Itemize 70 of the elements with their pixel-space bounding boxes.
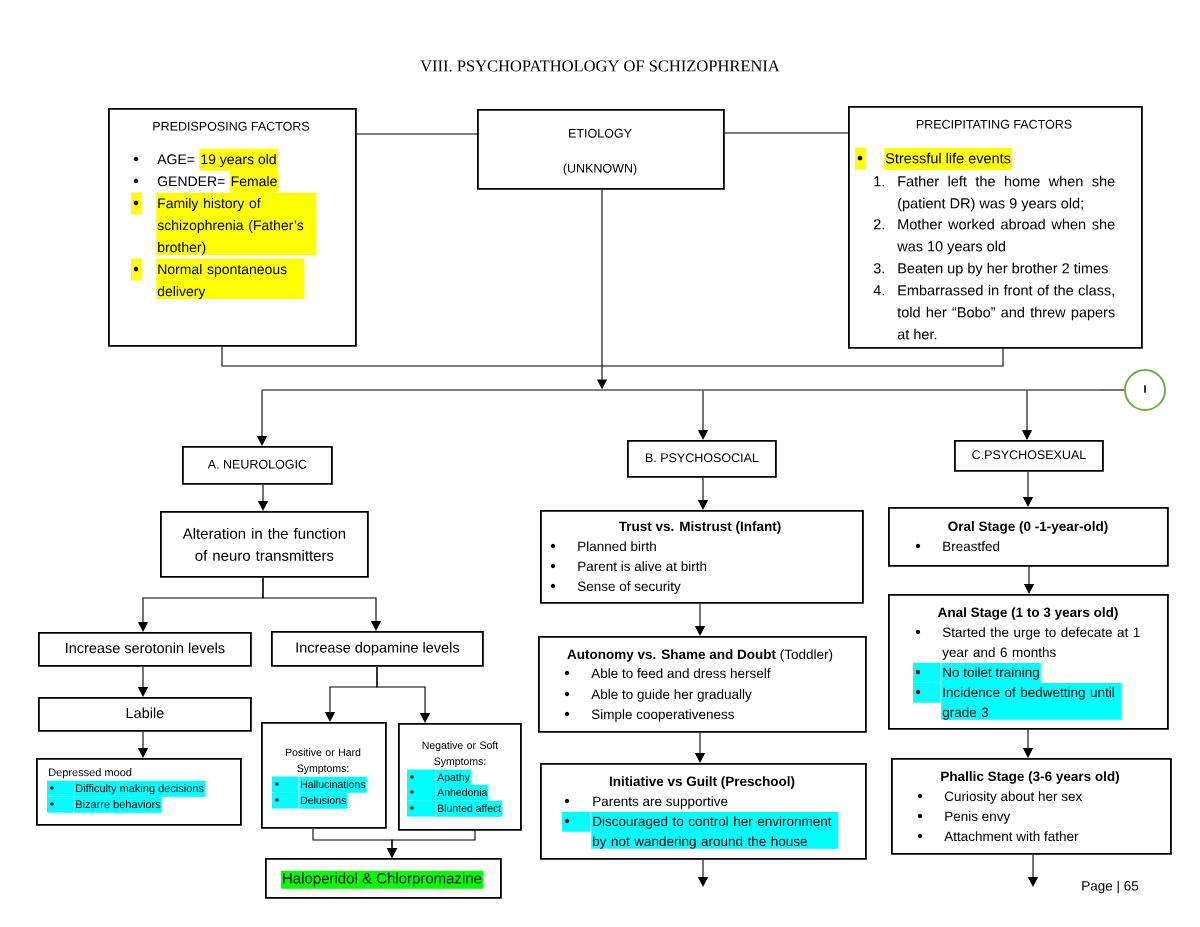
list-number: 4. — [873, 285, 884, 296]
list-box — [848, 106, 1143, 349]
box-heading: PREDISPOSING FACTORS — [153, 121, 310, 131]
list-item: Curiosity about her sex — [944, 791, 1083, 804]
list-item: Normal spontaneous delivery — [156, 258, 305, 299]
connector-line — [356, 133, 478, 135]
list-item: Able to guide her gradually — [591, 689, 752, 702]
connector-line — [221, 346, 1004, 367]
list-box — [888, 594, 1169, 730]
list-item: Breastfed — [943, 541, 1000, 552]
list-number: 1. — [874, 176, 884, 187]
box-heading: Depressed mood — [49, 768, 132, 779]
process-box: Labile — [38, 697, 252, 732]
list-item: Sense of security — [577, 581, 681, 594]
highlighted-value: 19 years old — [199, 148, 278, 171]
box-heading: Phallic Stage (3-6 years old) — [941, 771, 1119, 784]
box-subheading: (UNKNOWN) — [563, 163, 637, 176]
list-number: 3. — [873, 263, 884, 274]
highlighted-value: Female — [229, 170, 279, 193]
process-box: Increase dopamine levels — [271, 631, 484, 667]
connector-line — [724, 132, 849, 134]
box-heading: Anal Stage (1 to 3 years old) — [937, 607, 1118, 620]
process-box — [265, 858, 502, 899]
list-box — [398, 723, 522, 831]
list-box — [538, 636, 867, 733]
list-item: Beaten up by her brother 2 times — [898, 262, 1108, 277]
connector-line — [1099, 389, 1125, 391]
list-item: Stressful life events — [884, 147, 1012, 170]
arrow — [376, 666, 431, 723]
page-number: Page | 65 — [1082, 880, 1139, 894]
list-item: Father left the home when she (patient DR) was 9 years old; — [898, 175, 1115, 212]
process-box — [477, 109, 725, 190]
list-box — [540, 763, 867, 860]
list-box — [36, 758, 242, 826]
category-box: C.PSYCHOSEXUAL — [954, 440, 1104, 472]
box-heading: ETIOLOGY — [569, 128, 632, 138]
highlighted-text: Haloperidol & Chlorpromazine — [280, 870, 484, 889]
list-item: GENDER= — [157, 176, 225, 187]
box-heading: Autonomy vs. Shame and Doubt (Toddler) — [567, 649, 833, 662]
list-box — [891, 758, 1172, 855]
category-box: A. NEUROLOGIC — [182, 446, 333, 485]
list-item: Started the urge to defecate at 1 year and 6 months — [942, 627, 1140, 660]
list-box — [261, 722, 387, 829]
box-heading: PRECIPITATING FACTORS — [916, 119, 1072, 129]
list-item: Parent is alive at birth — [578, 561, 707, 572]
list-box — [888, 507, 1169, 567]
list-item: Attachment with father — [944, 831, 1079, 842]
list-item: Penis envy — [945, 811, 1011, 824]
box-heading: Initiative vs Guilt (Preschool) — [609, 776, 795, 789]
list-item: Embarrassed in front of the class, told her “Bobo” and threw papers at her. — [897, 284, 1115, 340]
process-box: Alteration in the function of neuro transmitters — [160, 511, 369, 578]
process-box: Increase serotonin levels — [38, 632, 252, 667]
list-item: AGE= — [157, 154, 195, 165]
list-item: Apathy — [436, 769, 471, 786]
box-heading: Oral Stage (0 -1-year-old) — [948, 521, 1108, 534]
box-heading: Trust vs. Mistrust (Infant) — [618, 521, 781, 534]
list-item: Anhedonia — [436, 784, 489, 801]
list-box — [540, 510, 864, 604]
list-item: Able to feed and dress herself — [591, 668, 771, 679]
arrow — [262, 577, 382, 631]
category-box: B. PSYCHOSOCIAL — [627, 440, 777, 478]
box-heading: Negative or Soft Symptoms: — [422, 741, 499, 768]
list-item: Parents are supportive — [593, 796, 728, 809]
list-number: 2. — [873, 219, 884, 230]
list-box — [108, 108, 357, 347]
list-item: Planned birth — [578, 541, 656, 552]
list-item: Mother worked abroad when she was 10 years old — [897, 218, 1115, 255]
title: VIII. PSYCHOPATHOLOGY OF SCHIZOPHRENIA — [420, 60, 780, 72]
list-item: Simple cooperativeness — [591, 709, 734, 722]
box-heading: Positive or Hard Symptoms: — [285, 748, 361, 775]
